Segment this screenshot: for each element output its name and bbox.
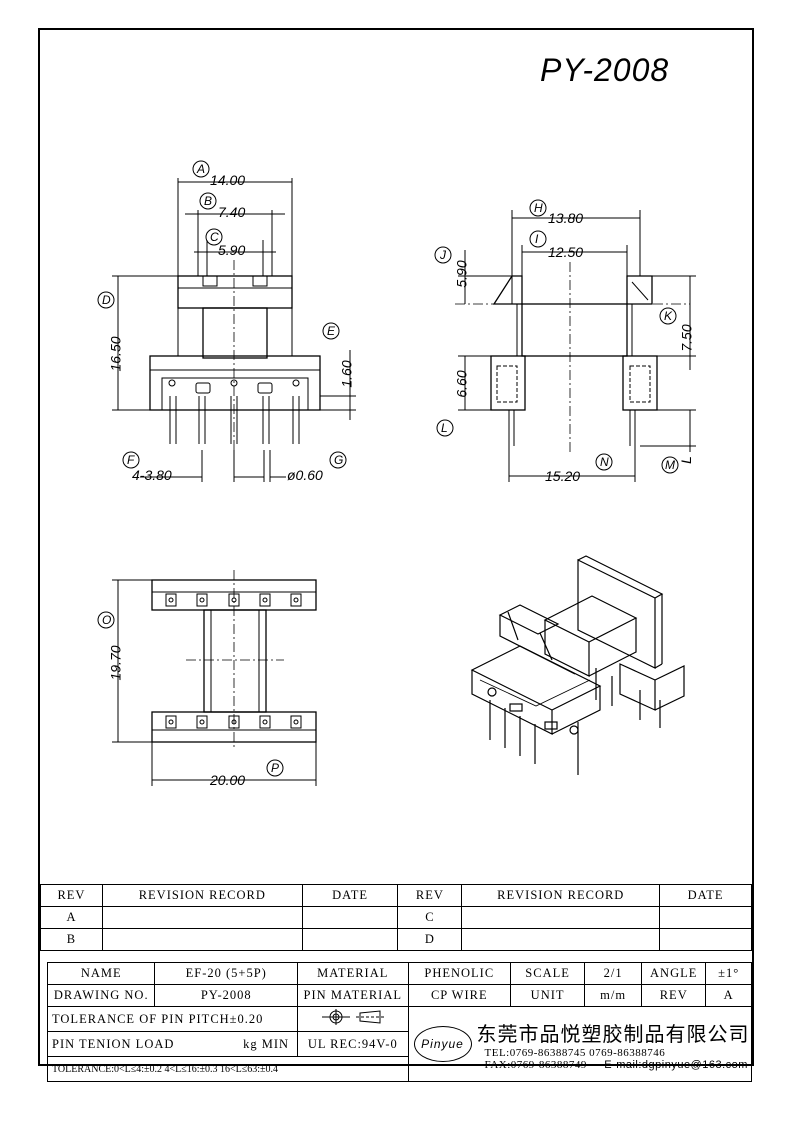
dim-k: 7.50 bbox=[678, 324, 695, 352]
dim-p: 20.00 bbox=[210, 772, 246, 788]
bubble-j: J bbox=[440, 248, 446, 262]
company-name: 东莞市品悦塑胶制品有限公司 bbox=[476, 1021, 750, 1046]
unit-value: m/m bbox=[584, 984, 643, 1007]
date-header-left: DATE bbox=[301, 884, 399, 907]
bubble-c: C bbox=[210, 230, 219, 244]
logo-text: Pinyue bbox=[413, 1026, 472, 1062]
company-logo: Pinyue bbox=[409, 1026, 477, 1062]
dim-b: 7.40 bbox=[218, 204, 246, 220]
dim-o: 19.70 bbox=[107, 645, 124, 681]
dim-m-l: L bbox=[677, 456, 694, 464]
company-tel: TEL:0769-86388745 0769-86388746 bbox=[484, 1046, 666, 1059]
material-value: PHENOLIC bbox=[407, 962, 512, 985]
bubble-o: O bbox=[102, 613, 112, 627]
isometric-view bbox=[470, 555, 685, 775]
dim-d: 16.50 bbox=[107, 336, 124, 372]
tolerance-pin-pitch: TOLERANCE OF PIN PITCH±0.20 bbox=[46, 1006, 299, 1032]
dim-a: 14.00 bbox=[210, 172, 246, 188]
company-fax: FAX:0769-86388749 bbox=[484, 1058, 587, 1071]
rev-header-right: REV bbox=[397, 884, 463, 907]
bubble-n: N bbox=[600, 455, 609, 469]
bubble-g: G bbox=[334, 453, 344, 467]
rev-cell: C bbox=[397, 906, 463, 929]
projection-symbol bbox=[297, 1006, 409, 1032]
bubble-l: L bbox=[441, 421, 448, 435]
bubble-p: P bbox=[271, 761, 280, 775]
dim-e: 1.60 bbox=[338, 360, 355, 388]
dim-j: 5.90 bbox=[453, 260, 470, 288]
date-header-right: DATE bbox=[659, 884, 752, 907]
angle-value: ±1° bbox=[705, 962, 752, 985]
technical-drawing bbox=[97, 160, 696, 786]
bottom-view bbox=[97, 570, 317, 786]
drawing-title: PY-2008 bbox=[540, 52, 670, 88]
scale-label: SCALE bbox=[510, 962, 586, 985]
revision-record-header-right: REVISION RECORD bbox=[461, 884, 661, 907]
scale-value: 2/1 bbox=[584, 962, 643, 985]
side-view bbox=[434, 199, 696, 482]
rev-label: REV bbox=[641, 984, 707, 1007]
drawing-no-label: DRAWING NO. bbox=[46, 984, 156, 1007]
bubble-k: K bbox=[664, 309, 673, 323]
unit-label: UNIT bbox=[510, 984, 586, 1007]
dim-f: 4-3.80 bbox=[132, 467, 172, 483]
company-block: Pinyue 东莞市品悦塑胶制品有限公司 TEL:0769-86388745 0… bbox=[407, 1006, 753, 1082]
bubble-h: H bbox=[534, 201, 543, 215]
pin-material-label: PIN MATERIAL bbox=[297, 984, 409, 1007]
bubble-f: F bbox=[127, 453, 135, 467]
projection-icon bbox=[321, 1009, 384, 1025]
bubble-e: E bbox=[327, 324, 336, 338]
rev-cell: D bbox=[397, 928, 463, 951]
bubble-d: D bbox=[102, 293, 111, 307]
rev-cell: A bbox=[40, 906, 103, 929]
pin-tension-label: PIN TENION LOAD bbox=[52, 1036, 175, 1051]
rev-header-left: REV bbox=[40, 884, 103, 907]
pin-material-value: CP WIRE bbox=[407, 984, 512, 1007]
title-block-table: NAME EF-20 (5+5P) MATERIAL PHENOLIC SCAL… bbox=[46, 962, 753, 1082]
material-label: MATERIAL bbox=[297, 962, 409, 985]
name-label: NAME bbox=[46, 962, 156, 985]
pin-tension-unit: kg MIN bbox=[243, 1036, 290, 1051]
drawing-no-value: PY-2008 bbox=[154, 984, 299, 1007]
rev-cell: B bbox=[40, 928, 103, 951]
tolerance-general: TOLERANCE:0<L≤4:±0.2 4<L≤16:±0.3 16<L≤63… bbox=[47, 1056, 409, 1082]
revision-row: A C bbox=[40, 906, 752, 929]
dim-n: 15.20 bbox=[545, 468, 581, 484]
front-view bbox=[97, 160, 356, 482]
name-value: EF-20 (5+5P) bbox=[154, 962, 299, 985]
angle-label: ANGLE bbox=[641, 962, 707, 985]
dim-c: 5.90 bbox=[218, 242, 246, 258]
revision-row: B D bbox=[40, 928, 752, 951]
bubble-m: M bbox=[665, 458, 675, 472]
dim-g: ø0.60 bbox=[287, 467, 323, 483]
bubble-b: B bbox=[204, 194, 213, 208]
bubble-a: A bbox=[197, 162, 206, 176]
revision-table: REV REVISION RECORD DATE REV REVISION RE… bbox=[40, 884, 752, 951]
company-email: E-mail:dgpinyue@163.com bbox=[604, 1058, 748, 1071]
revision-record-header-left: REVISION RECORD bbox=[101, 884, 303, 907]
rev-value: A bbox=[705, 984, 752, 1007]
dim-l: 6.60 bbox=[453, 370, 470, 398]
ul-rec: UL REC:94V-0 bbox=[297, 1031, 409, 1057]
dim-h: 13.80 bbox=[548, 210, 584, 226]
dim-i: 12.50 bbox=[548, 244, 584, 260]
bubble-i: I bbox=[535, 232, 539, 246]
